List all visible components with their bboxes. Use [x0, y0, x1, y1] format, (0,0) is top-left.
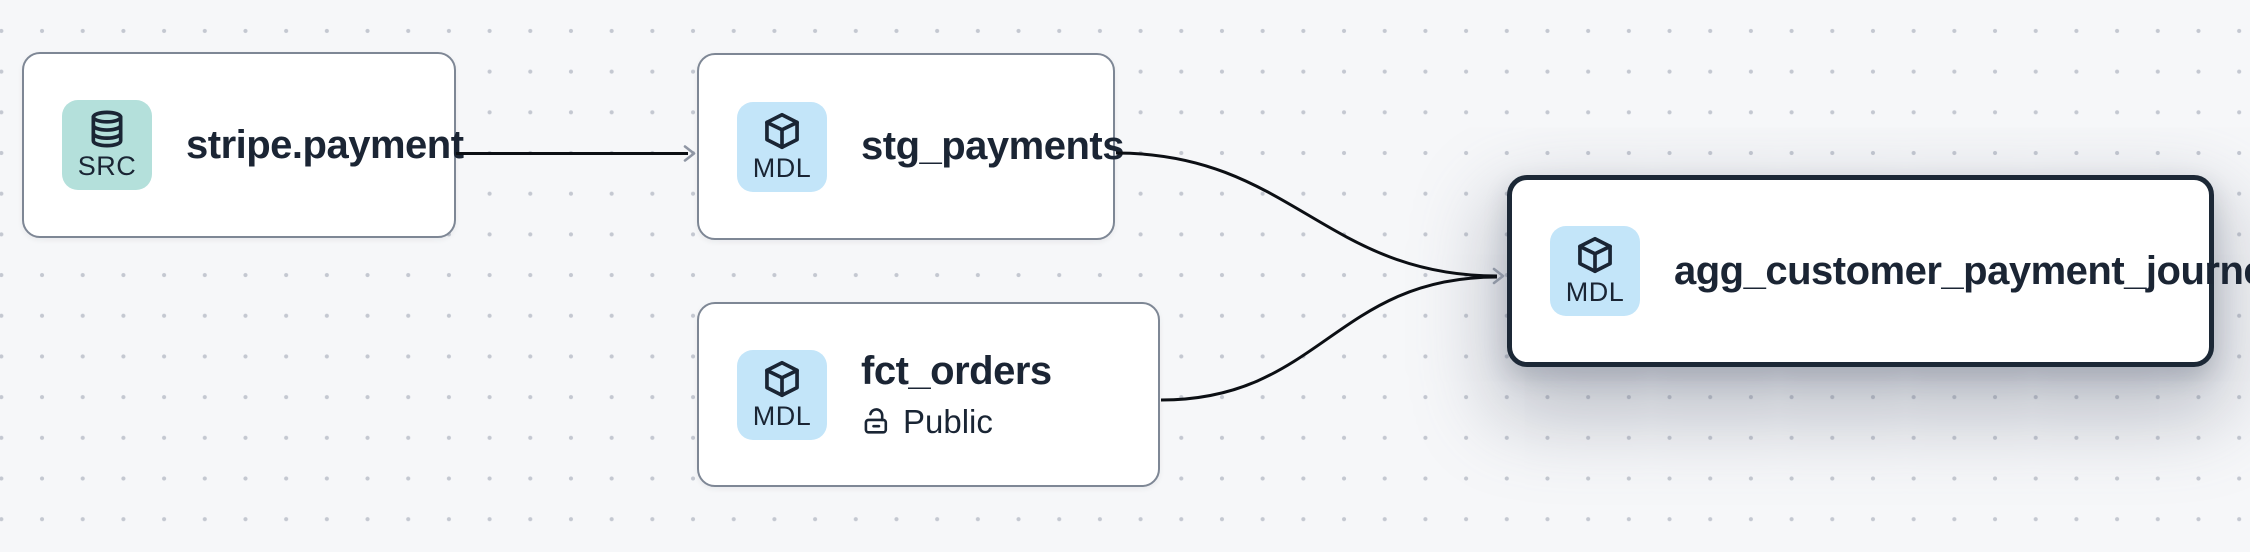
node-agg-customer-payment-journey[interactable]: MDL agg_customer_payment_journey [1507, 175, 2250, 367]
arrowhead-stg-payments [683, 145, 696, 162]
badge-label: SRC [77, 151, 137, 181]
node-fct-orders[interactable]: MDL fct_orders Public [697, 302, 1160, 487]
badge-label: MDL [752, 400, 812, 431]
node-title: stripe.payment [186, 122, 464, 167]
cube-icon [765, 360, 799, 397]
node-stg-payments[interactable]: MDL stg_payments [697, 53, 1124, 240]
node-title: stg_payments [861, 124, 1124, 168]
source-type-badge: SRC [62, 100, 152, 190]
badge-label: MDL [752, 152, 812, 183]
cube-icon [1578, 236, 1612, 274]
node-stripe-payment[interactable]: SRC stripe.payment [22, 52, 464, 238]
badge-label: MDL [1565, 277, 1625, 307]
node-title: agg_customer_payment_journey [1674, 248, 2250, 293]
node-title: fct_orders [861, 348, 1052, 393]
model-type-badge: MDL [1550, 226, 1640, 316]
cube-icon [765, 112, 799, 149]
unlock-icon [864, 408, 888, 434]
access-label: Public [903, 402, 993, 440]
arrowhead-agg [1492, 267, 1505, 285]
database-icon [91, 110, 123, 148]
edge-fct-orders-to-agg [1160, 275, 1498, 402]
model-type-badge: MDL [737, 349, 827, 440]
access-row: Public [861, 403, 1052, 441]
model-type-badge: MDL [737, 101, 827, 192]
edge-stg-payments-to-agg [1115, 151, 1498, 278]
